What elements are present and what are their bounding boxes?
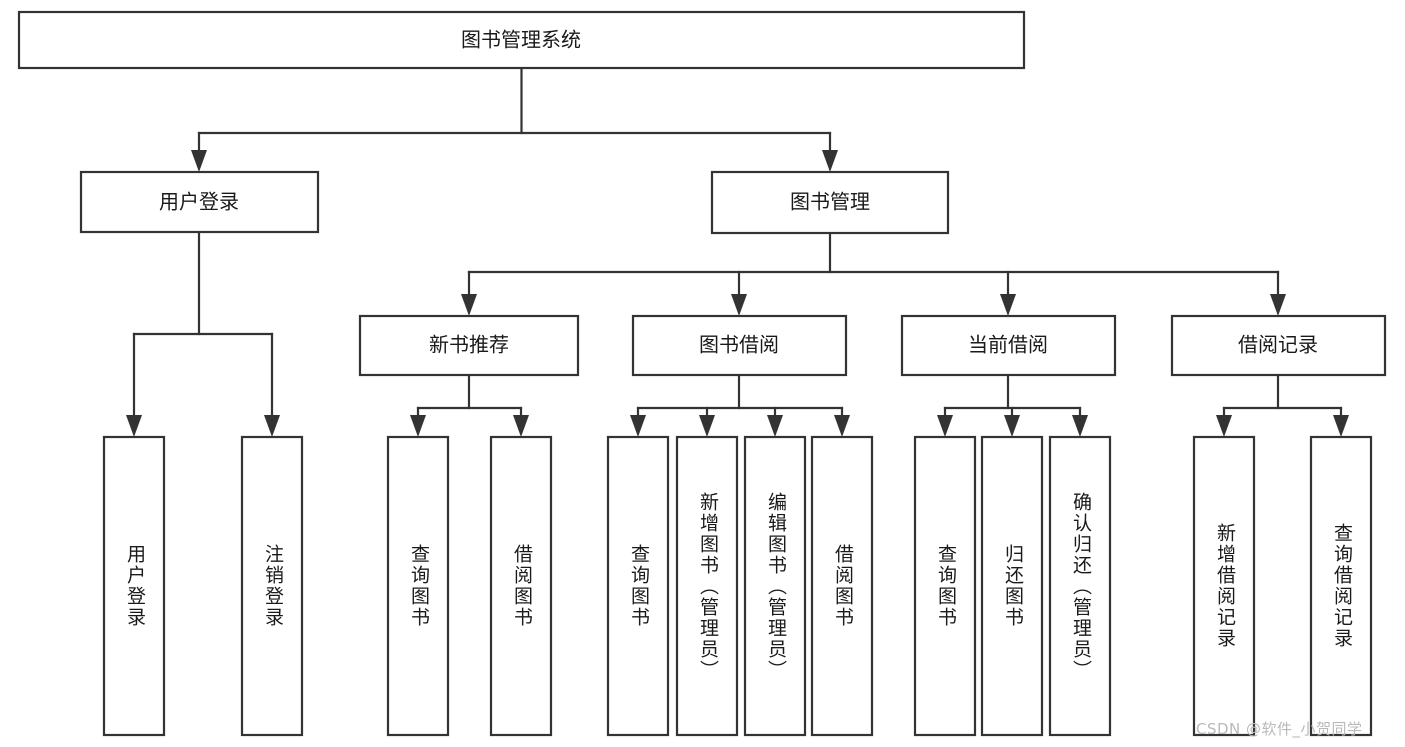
node-root-label: 图书管理系统: [461, 28, 581, 52]
connector-group-book-borrow: [630, 373, 850, 437]
node-book-manage-label: 图书管理: [790, 190, 870, 214]
leaf-boxes: [102, 435, 1373, 737]
leaf-box-logout-login[interactable]: [240, 435, 304, 737]
arrowhead-leaf-add-record: [1216, 415, 1232, 437]
node-book-borrow-box[interactable]: [631, 314, 848, 377]
connector-group-user-login: [126, 230, 280, 437]
node-current-borrow[interactable]: 当前借阅: [900, 314, 1117, 377]
arrowhead-leaf-add-book: [699, 415, 715, 437]
node-user-login-label: 用户登录: [159, 190, 239, 214]
arrowhead-leaf-query-book-1: [410, 415, 426, 437]
arrowhead-leaf-query-record: [1333, 415, 1349, 437]
arrowhead-leaf-return-book: [1004, 415, 1020, 437]
leaf-box-borrow-book-2[interactable]: [810, 435, 874, 737]
node-root-box[interactable]: [17, 10, 1026, 70]
arrowhead-leaf-query-book-3: [937, 415, 953, 437]
connector-group-root: [191, 66, 838, 172]
node-current-borrow-box[interactable]: [900, 314, 1117, 377]
arrowhead-root-user-login: [191, 150, 207, 172]
arrowhead-leaf-query-book-2: [630, 415, 646, 437]
arrowhead-book-borrow: [731, 294, 747, 316]
leaf-box-confirm-return[interactable]: [1048, 435, 1112, 737]
arrowhead-leaf-borrow-book-2: [834, 415, 850, 437]
node-new-book-recommend-label: 新书推荐: [429, 333, 509, 357]
node-current-borrow-label: 当前借阅: [968, 333, 1048, 357]
node-book-borrow[interactable]: 图书借阅: [631, 314, 848, 377]
leaf-box-query-book-1[interactable]: [386, 435, 450, 737]
arrowhead-leaf-user-login: [126, 415, 142, 437]
node-borrow-record[interactable]: 借阅记录: [1170, 314, 1387, 377]
arrowhead-current-borrow: [1000, 294, 1016, 316]
watermark-text: CSDN @软件_小贺同学: [1196, 720, 1363, 738]
arrowhead-leaf-edit-book: [767, 415, 783, 437]
leaf-box-return-book[interactable]: [980, 435, 1044, 737]
node-user-login-box[interactable]: [79, 170, 320, 234]
node-user-login[interactable]: 用户登录: [79, 170, 320, 234]
leaf-box-borrow-book-1[interactable]: [489, 435, 553, 737]
node-new-book-recommend[interactable]: 新书推荐: [358, 314, 580, 377]
arrowhead-new-book-recommend: [461, 294, 477, 316]
node-borrow-record-label: 借阅记录: [1238, 333, 1318, 357]
leaf-box-query-book-3[interactable]: [913, 435, 977, 737]
node-borrow-record-box[interactable]: [1170, 314, 1387, 377]
arrowhead-borrow-record: [1270, 294, 1286, 316]
leaf-box-query-record[interactable]: [1309, 435, 1373, 737]
arrowhead-leaf-borrow-book-1: [513, 415, 529, 437]
leaf-box-add-record[interactable]: [1192, 435, 1256, 737]
arrowhead-leaf-logout-login: [264, 415, 280, 437]
node-root[interactable]: 图书管理系统: [17, 10, 1026, 70]
leaf-box-edit-book[interactable]: [743, 435, 807, 737]
node-book-borrow-label: 图书借阅: [699, 333, 779, 357]
connector-group-borrow-record: [1216, 373, 1349, 437]
leaf-box-query-book-2[interactable]: [606, 435, 670, 737]
leaf-box-add-book[interactable]: [675, 435, 739, 737]
arrowhead-root-book-manage: [822, 150, 838, 172]
arrowhead-leaf-confirm-return: [1072, 415, 1088, 437]
node-book-manage-box[interactable]: [710, 170, 950, 235]
connector-group-book-manage: [461, 231, 1286, 316]
node-new-book-recommend-box[interactable]: [358, 314, 580, 377]
node-book-manage[interactable]: 图书管理: [710, 170, 950, 235]
connector-group-new-book-recommend: [410, 373, 529, 437]
connector-group-current-borrow: [937, 373, 1088, 437]
leaf-box-user-login[interactable]: [102, 435, 166, 737]
